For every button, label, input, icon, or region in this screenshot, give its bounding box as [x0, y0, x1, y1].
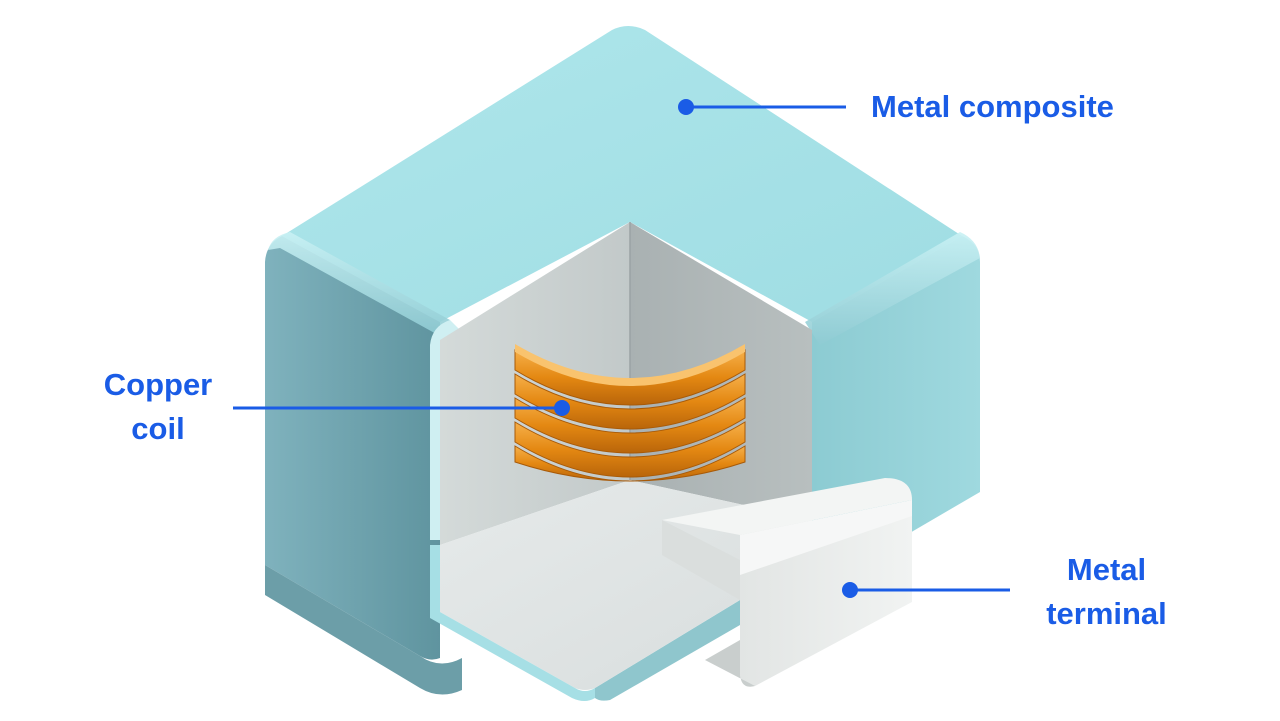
leader-dot [678, 99, 694, 115]
coil-top-surface [515, 344, 745, 386]
leader-copper-coil [233, 400, 570, 416]
metal-terminal-label: Metal terminal [1034, 548, 1179, 636]
metal-composite-block [265, 26, 980, 701]
coil-turn-5 [514, 445, 746, 482]
composite-top-face [282, 26, 962, 322]
composite-front-floor-edge [595, 600, 740, 701]
leader-metal-terminal [842, 582, 1010, 598]
terminal-front-face [662, 520, 740, 600]
composite-right-edge-highlight [805, 232, 980, 345]
copper-coil-label: Copper coil [94, 363, 222, 451]
coil-turn-3 [514, 397, 746, 454]
composite-bottom-ledge [265, 565, 462, 695]
leader-dot [554, 400, 570, 416]
leader-metal-composite [678, 99, 846, 115]
metal-terminal-label-line-2: terminal [1046, 596, 1167, 631]
metal-composite-label: Metal composite [871, 85, 1114, 129]
composite-left-edge-highlight [268, 232, 450, 336]
leader-dot [842, 582, 858, 598]
composite-left-face [265, 236, 440, 660]
composite-inner-left-edge [430, 320, 460, 540]
copper-coil-label-line-1: Copper [103, 367, 213, 402]
metal-terminal-label-line-1: Metal [1066, 552, 1147, 587]
copper-coil-label-line-2: coil [131, 411, 185, 446]
coil-turn-4 [514, 421, 746, 478]
copper-coil [514, 344, 746, 482]
terminal-lower-lip [705, 640, 755, 687]
coil-turn-2 [514, 373, 746, 430]
terminal-top-face [662, 478, 912, 535]
metal-composite-label-text: Metal composite [871, 89, 1114, 124]
terminal-bend [740, 500, 912, 575]
cavity-floor [440, 480, 812, 690]
metal-terminal [662, 478, 912, 687]
